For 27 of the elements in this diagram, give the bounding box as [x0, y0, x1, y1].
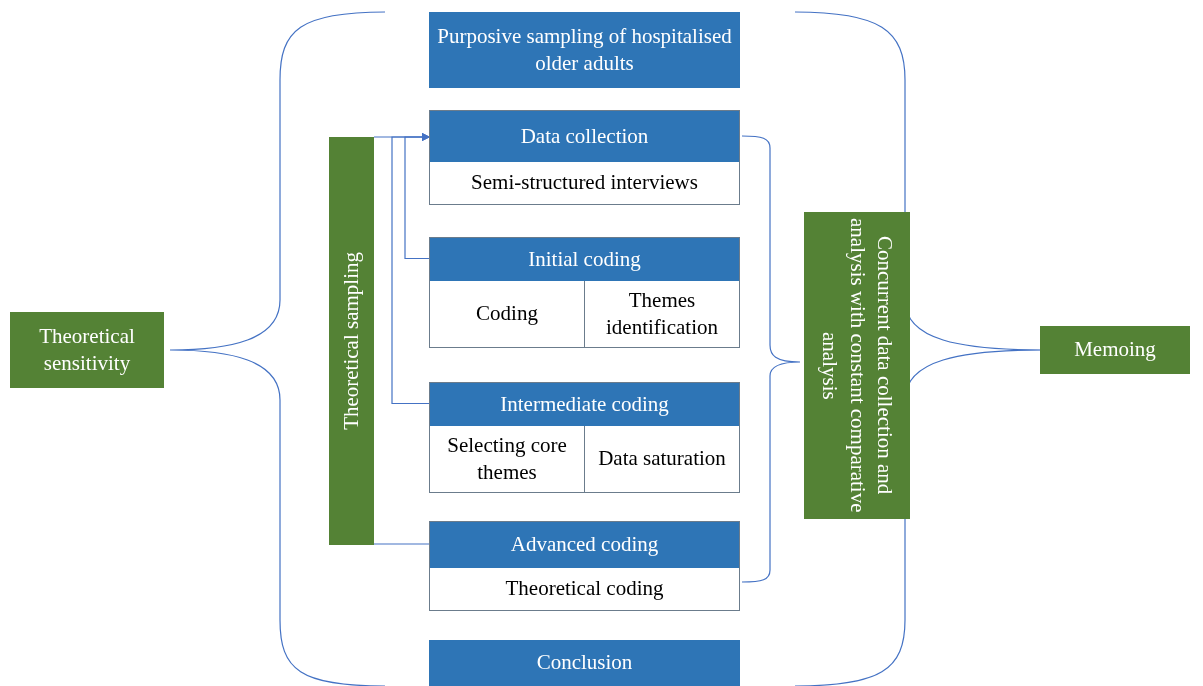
box-label: Conclusion [536, 649, 633, 677]
process-table [429, 521, 740, 611]
process-table [429, 237, 740, 348]
table-heading: Intermediate coding [430, 383, 739, 426]
table-heading: Advanced coding [430, 522, 739, 568]
box-label: Concurrent data collection and analysis with constant comparative analysis [817, 217, 898, 515]
process-box [429, 12, 740, 88]
cell-text: Theoretical coding [505, 575, 664, 603]
connector-arrow [391, 133, 430, 405]
cell-text: Coding [476, 300, 538, 328]
cell-text: Selecting core themes [446, 431, 568, 486]
process-bar [329, 137, 374, 545]
box-label: Theoretical sampling [337, 252, 364, 430]
theme-box [1040, 326, 1190, 374]
box-label: Theoretical sensitivity [38, 322, 136, 377]
process-table [429, 382, 740, 493]
cell-text: Semi-structured interviews [471, 169, 698, 197]
process-table [429, 110, 740, 205]
theme-box [10, 312, 164, 388]
table-heading: Data collection [430, 111, 739, 162]
table-heading: Initial coding [430, 238, 739, 281]
process-box [429, 640, 740, 686]
process-bar [804, 212, 910, 519]
cell-text: Themes identification [605, 286, 719, 341]
box-label: Purposive sampling of hospitalised older adults [436, 22, 733, 77]
cell-text: Data saturation [598, 445, 726, 473]
box-label: Memoing [1074, 336, 1156, 364]
